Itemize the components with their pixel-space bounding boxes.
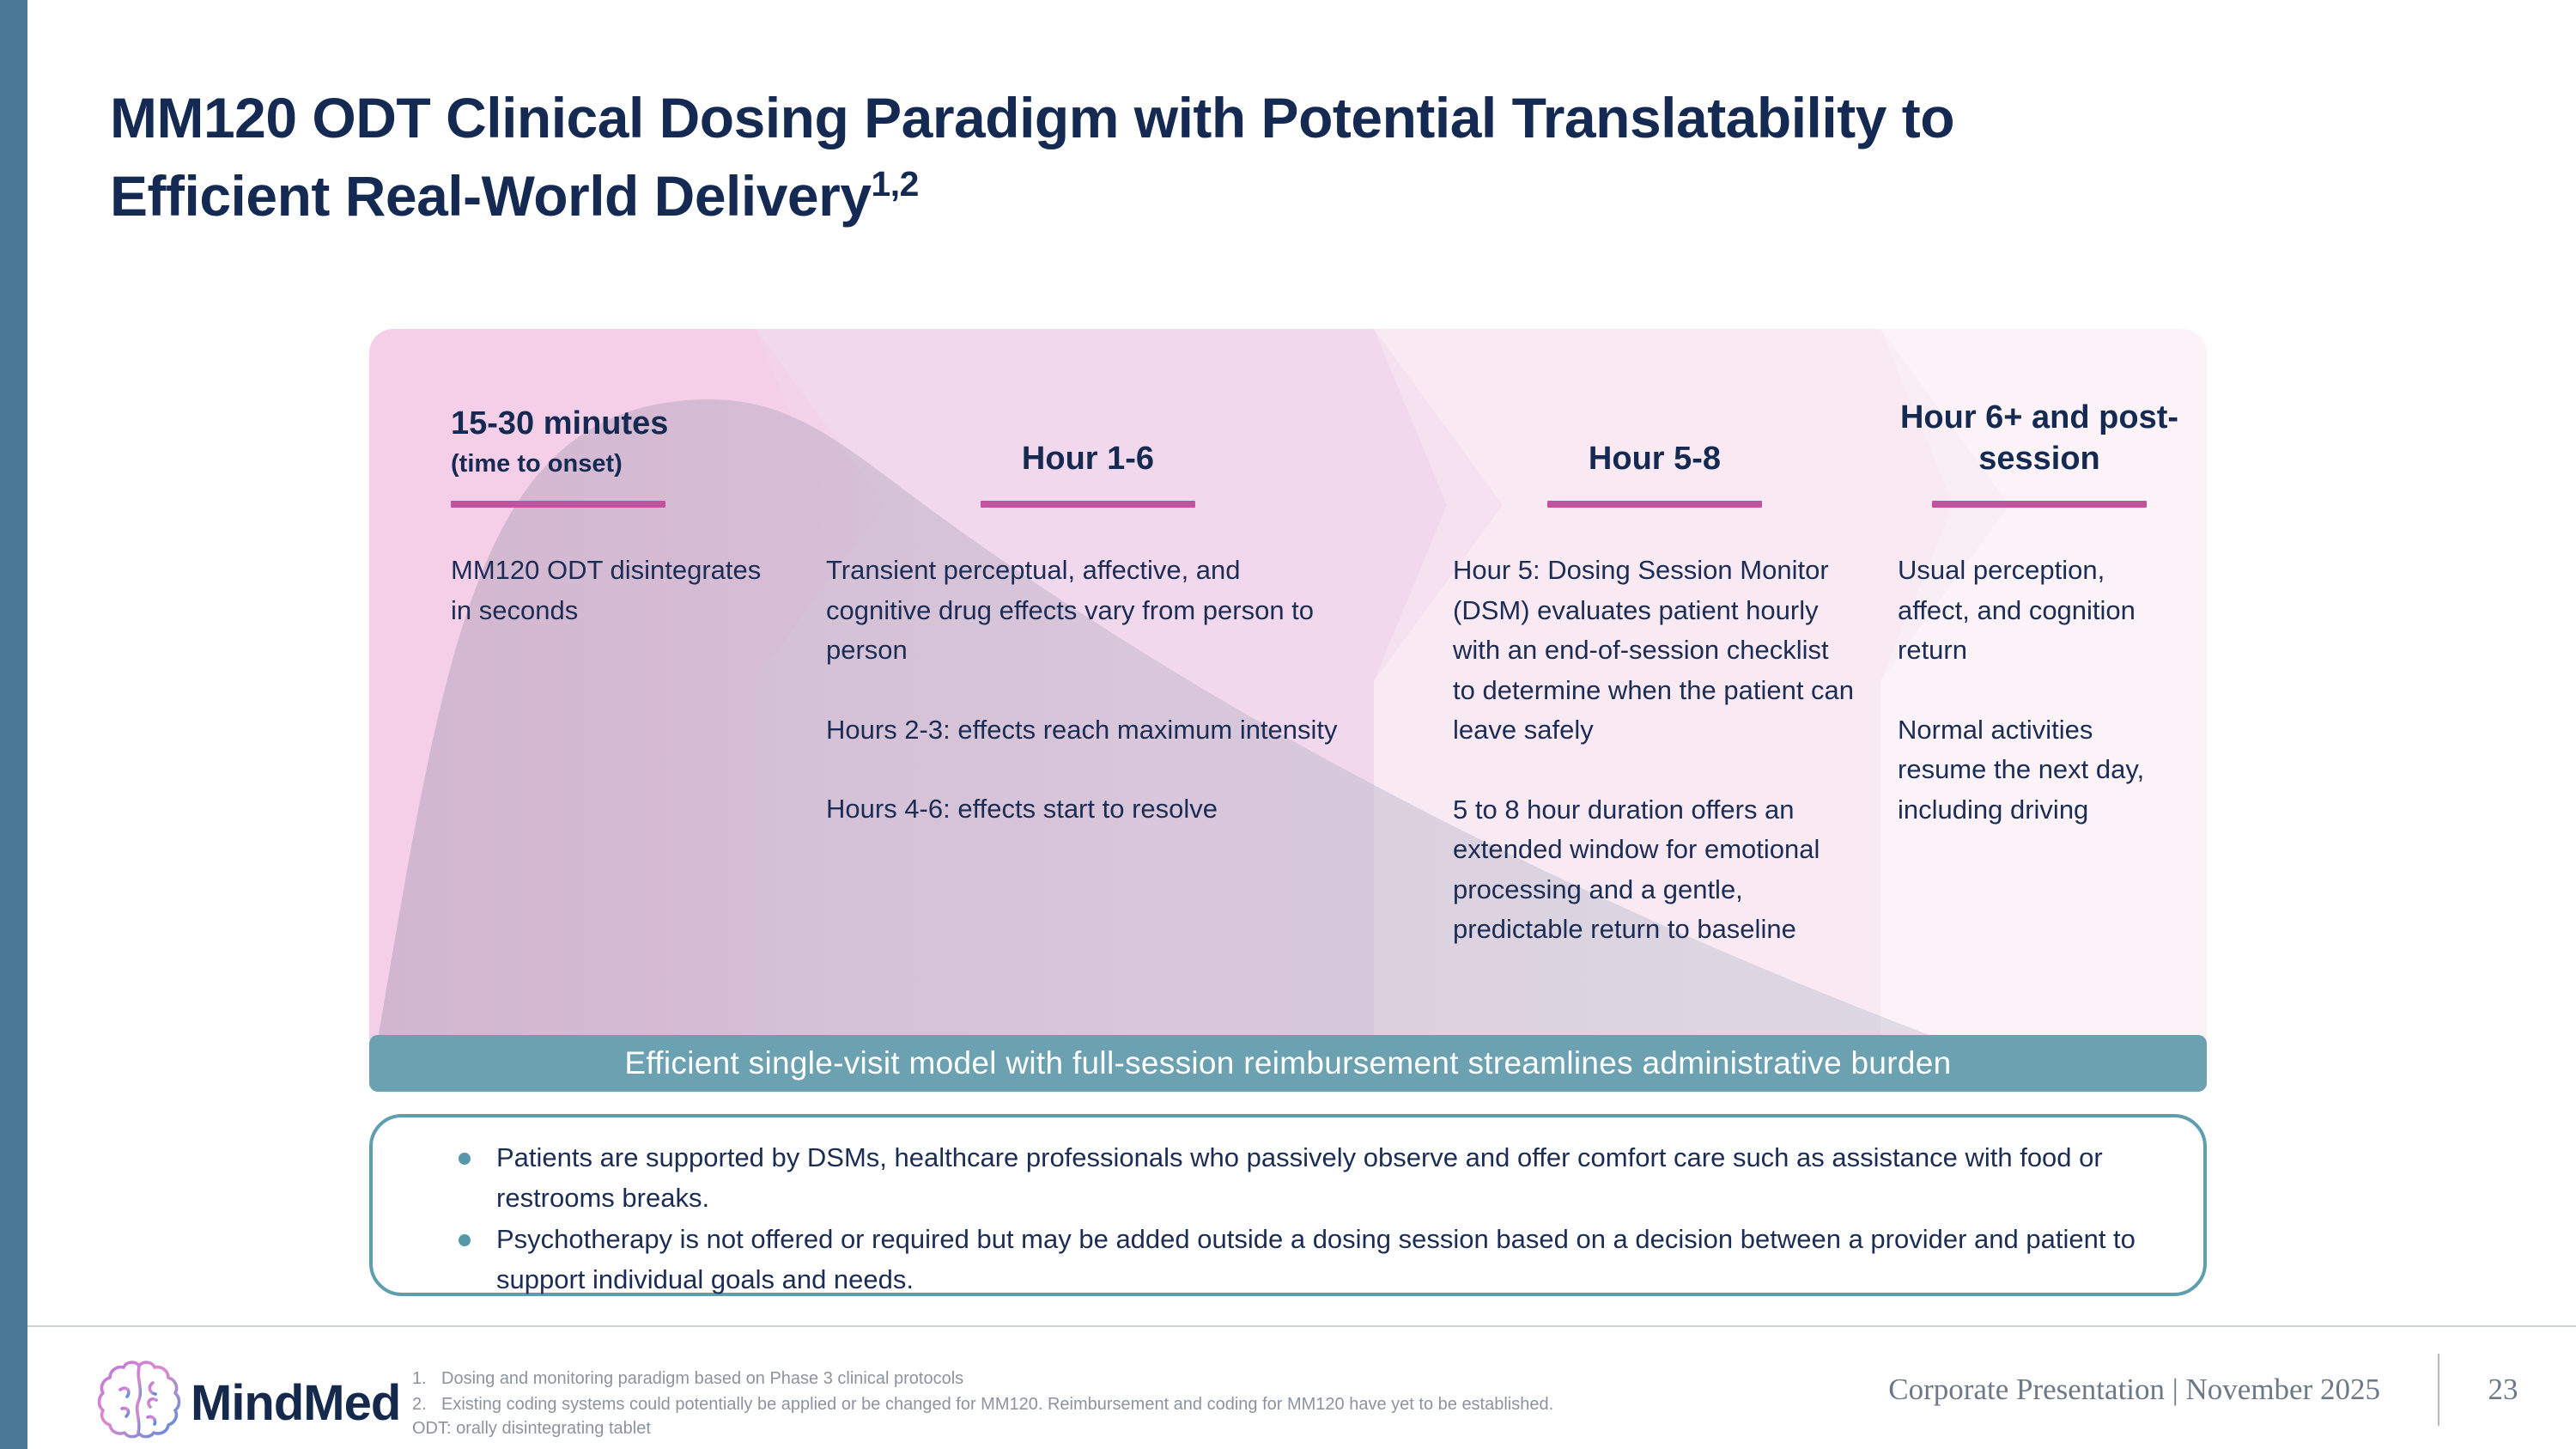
callout-box: Patients are supported by DSMs, healthca…: [369, 1114, 2207, 1296]
column-subheading: (time to onset): [451, 449, 623, 478]
column-paragraph: Transient perceptual, affective, and cog…: [826, 555, 1315, 665]
column-heading-text: Hour 5-8: [1588, 441, 1722, 478]
timeline-card: 15-30 minutes (time to onset) MM120 ODT …: [369, 329, 2207, 1039]
footnote-text: Dosing and monitoring paradigm based on …: [441, 1369, 964, 1388]
column-body: Hour 5: Dosing Session Monitor (DSM) eva…: [1453, 551, 1856, 950]
bullet-dot-icon: [459, 1234, 471, 1246]
chevron-right-shape: [1880, 329, 1953, 681]
column-heading: Hour 5-8: [1453, 389, 1856, 480]
timeline-column-onset: 15-30 minutes (time to onset) MM120 ODT …: [451, 389, 786, 670]
bullet-dot-icon: [459, 1153, 471, 1165]
footnote-number: 1.: [412, 1369, 427, 1388]
column-heading: Hour 6+ and post-session: [1898, 389, 2181, 480]
timeline-column-hour-1-6: Hour 1-6 Transient perceptual, affective…: [826, 389, 1350, 869]
bullet-text: Psychotherapy is not offered or required…: [496, 1224, 2136, 1294]
chevron-right-shape: [1374, 329, 1447, 681]
column-paragraph: MM120 ODT disintegrates in seconds: [451, 555, 762, 625]
intensity-curve-shape: [378, 399, 1941, 1039]
title-footnote-superscript: 1,2: [871, 164, 920, 204]
column-paragraph: Hours 4-6: effects start to resolve: [826, 794, 1218, 824]
column-heading-text: 15-30 minutes: [451, 405, 669, 442]
heading-underline: [1932, 501, 2147, 508]
presentation-label: Corporate Presentation | November 2025: [1888, 1373, 2380, 1406]
summary-banner-text: Efficient single-visit model with full-s…: [624, 1045, 1952, 1081]
heading-underline: [1547, 501, 1762, 508]
summary-banner: Efficient single-visit model with full-s…: [369, 1035, 2207, 1092]
timeline-column-hour-5-8: Hour 5-8 Hour 5: Dosing Session Monitor …: [1453, 389, 1856, 989]
heading-underline: [981, 501, 1195, 508]
bullet-text: Patients are supported by DSMs, healthca…: [496, 1142, 2103, 1213]
column-heading-text: Hour 6+ and post-session: [1899, 399, 2179, 478]
column-paragraph: Normal activities resume the next day, i…: [1898, 714, 2145, 825]
footnote-2: 2. Existing coding systems could potenti…: [412, 1391, 1872, 1417]
page-title: MM120 ODT Clinical Dosing Paradigm with …: [110, 79, 2480, 235]
timeline-background-shapes: [369, 329, 2207, 1039]
title-line-1: MM120 ODT Clinical Dosing Paradigm with …: [110, 86, 1955, 150]
footer-vertical-divider: [2438, 1354, 2439, 1426]
timeline-column-post-session: Hour 6+ and post-session Usual perceptio…: [1898, 389, 2181, 869]
column-paragraph: Usual perception, affect, and cognition …: [1898, 555, 2136, 665]
callout-bullet-list: Patients are supported by DSMs, healthca…: [373, 1138, 2169, 1300]
title-line-2: Efficient Real-World Delivery: [110, 164, 872, 228]
list-item: Psychotherapy is not offered or required…: [459, 1220, 2169, 1300]
footer-divider: [27, 1325, 2576, 1327]
column-heading: Hour 1-6: [826, 389, 1350, 480]
column-paragraph: 5 to 8 hour duration offers an extended …: [1453, 794, 1820, 945]
column-body: MM120 ODT disintegrates in seconds: [451, 551, 786, 630]
column-paragraph: Hour 5: Dosing Session Monitor (DSM) eva…: [1453, 555, 1855, 745]
footnotes: 1. Dosing and monitoring paradigm based …: [412, 1366, 1872, 1417]
abbreviation-note: ODT: orally disintegrating tablet: [412, 1419, 651, 1438]
column-heading: 15-30 minutes (time to onset): [451, 389, 786, 480]
footnote-text: Existing coding systems could potentiall…: [441, 1395, 1554, 1414]
column-body: Usual perception, affect, and cognition …: [1898, 551, 2181, 830]
left-accent-bar: [0, 0, 27, 1449]
heading-underline: [451, 501, 665, 508]
mindmed-wordmark: MindMed: [191, 1375, 401, 1431]
column-heading-text: Hour 1-6: [1021, 441, 1155, 478]
list-item: Patients are supported by DSMs, healthca…: [459, 1138, 2169, 1218]
column-body: Transient perceptual, affective, and cog…: [826, 551, 1350, 830]
footnote-1: 1. Dosing and monitoring paradigm based …: [412, 1366, 1872, 1391]
mindmed-brain-icon: [97, 1361, 181, 1439]
page-number: 23: [2488, 1373, 2518, 1406]
column-paragraph: Hours 2-3: effects reach maximum intensi…: [826, 714, 1338, 745]
footnote-number: 2.: [412, 1395, 427, 1414]
